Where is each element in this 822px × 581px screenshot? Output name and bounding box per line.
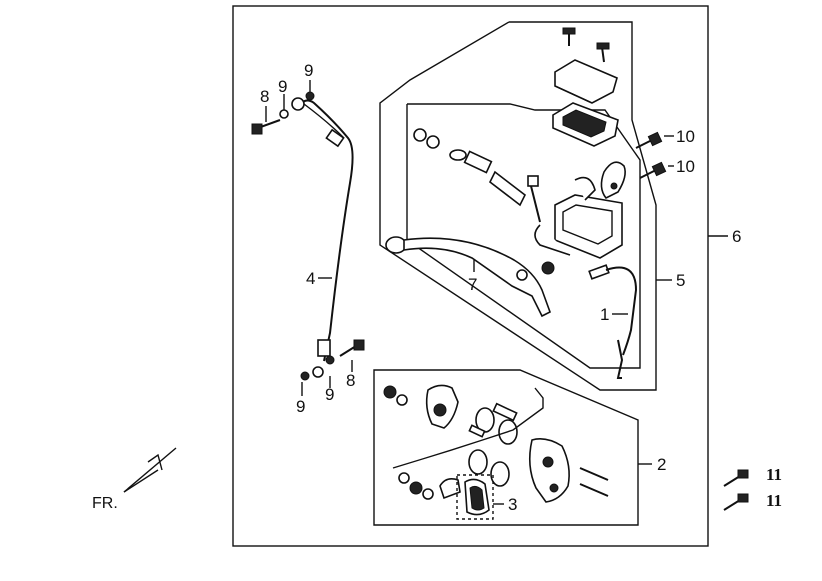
label-part-10-lower: 10 xyxy=(676,157,695,176)
caliper-pistons xyxy=(468,402,518,487)
reservoir-screw-right xyxy=(596,42,610,63)
reservoir-diaphragm xyxy=(552,102,619,147)
label-part-8-upper: 8 xyxy=(260,87,269,106)
banjo-bolt-8-upper xyxy=(251,119,281,135)
label-part-9-lower-b: 9 xyxy=(325,385,334,404)
master-cylinder-sub-outline xyxy=(406,103,641,369)
label-part-10-upper: 10 xyxy=(676,127,695,146)
label-part-9-upper-a: 9 xyxy=(278,77,287,96)
washer-9-lower-c xyxy=(300,371,310,381)
reservoir-screw-left xyxy=(562,27,576,46)
leader-lines xyxy=(265,80,728,505)
bolt-10-upper xyxy=(635,131,663,149)
brake-hose xyxy=(291,97,354,362)
brake-pads xyxy=(464,478,490,516)
brake-lever xyxy=(385,236,555,318)
label-part-6: 6 xyxy=(732,227,741,246)
label-part-3: 3 xyxy=(508,495,517,514)
washer-9-lower-b xyxy=(325,355,335,365)
front-direction-arrow xyxy=(123,447,177,493)
master-cylinder-body xyxy=(534,176,623,259)
reservoir-cap xyxy=(554,59,618,104)
caliper-group-outline xyxy=(373,369,639,526)
banjo-bolt-8-lower xyxy=(339,339,365,357)
label-part-5: 5 xyxy=(676,271,685,290)
label-part-1: 1 xyxy=(600,305,609,324)
label-part-7: 7 xyxy=(468,275,477,294)
label-part-11-upper: 11 xyxy=(766,465,782,484)
caliper-bleed-line xyxy=(392,387,544,469)
label-part-11-lower: 11 xyxy=(766,491,782,510)
front-direction-label: FR. xyxy=(92,495,118,512)
label-part-9-lower-a: 9 xyxy=(296,397,305,416)
mirror-holder-bracket xyxy=(600,161,626,200)
label-part-4: 4 xyxy=(306,269,315,288)
label-part-9-upper-b: 9 xyxy=(304,61,313,80)
bolt-11-upper xyxy=(723,469,749,487)
caliper-small-seals xyxy=(398,472,461,500)
washer-9-upper-b xyxy=(305,91,315,101)
caliper-bracket xyxy=(383,384,459,429)
brake-pads-box xyxy=(456,474,494,520)
outer-frame xyxy=(232,5,709,547)
bolt-10-lower xyxy=(639,161,667,179)
washer-9-lower-a xyxy=(312,366,324,378)
label-part-8-lower: 8 xyxy=(346,371,355,390)
master-cylinder-group-outline xyxy=(379,21,657,391)
master-piston-seals xyxy=(413,128,541,223)
bolt-11-lower xyxy=(723,493,749,511)
brake-switch-wire xyxy=(588,264,638,379)
caliper-body xyxy=(528,438,609,503)
washer-9-upper-a xyxy=(279,109,289,119)
label-part-2: 2 xyxy=(657,455,666,474)
